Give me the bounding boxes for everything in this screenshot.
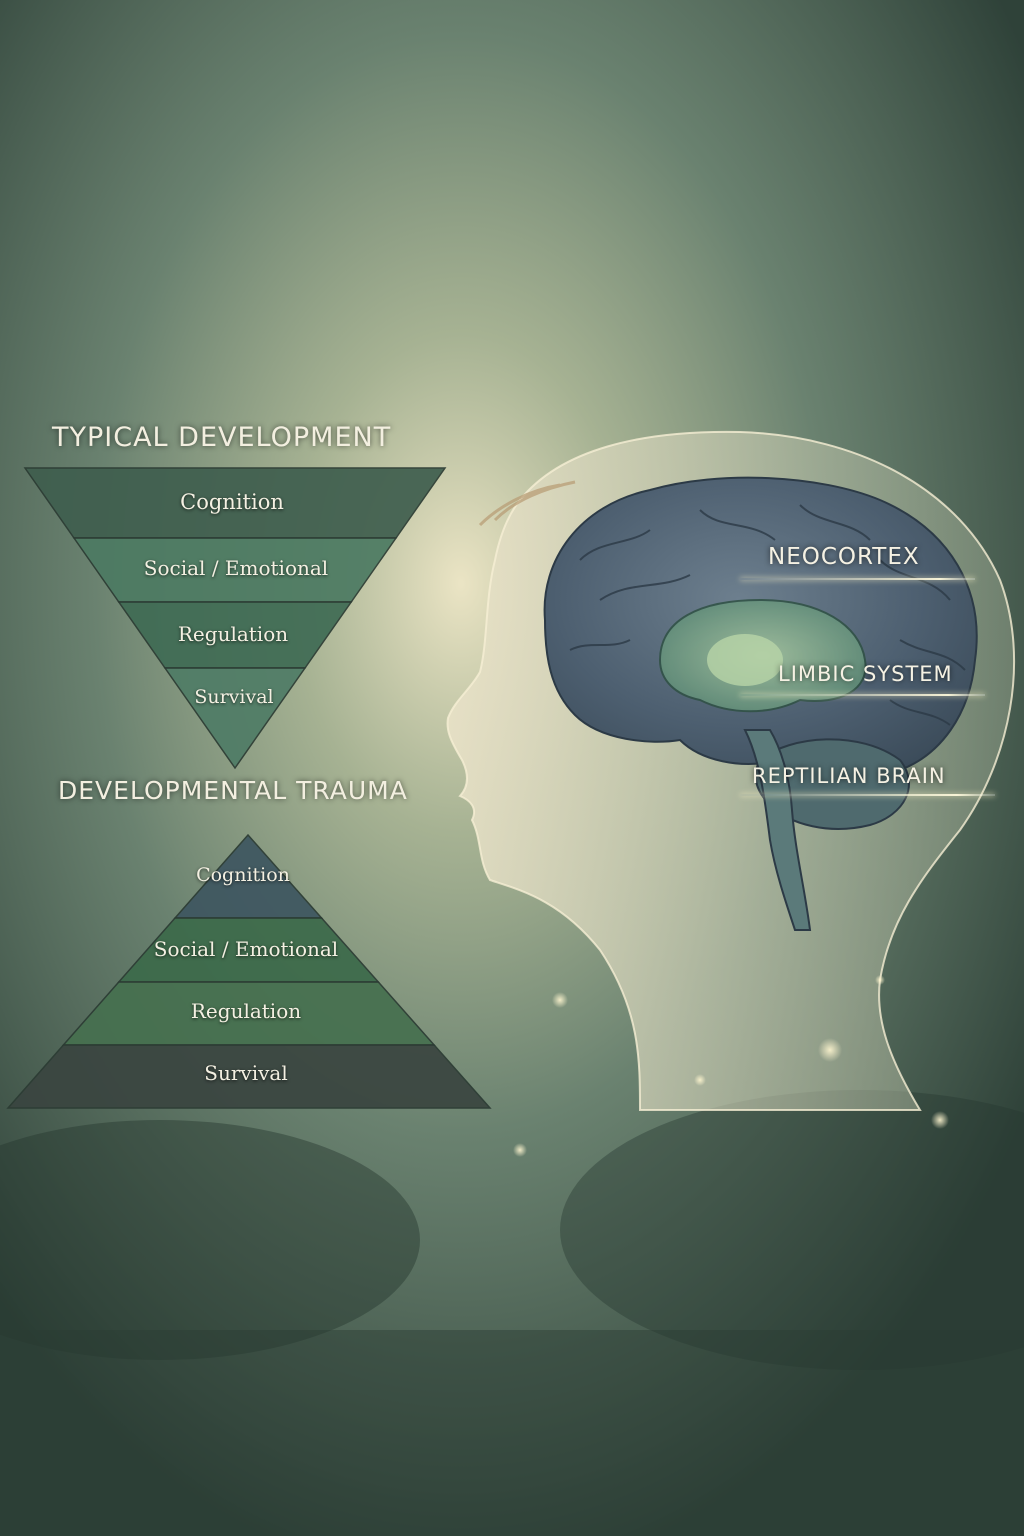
thalamus — [707, 634, 783, 686]
neocortex-line — [740, 578, 975, 580]
reptilian-brain-label: REPTILIAN BRAIN — [752, 764, 946, 788]
trauma-band-3 — [6, 1044, 492, 1109]
hair-wisp — [478, 480, 576, 527]
reptilian-brain-line — [740, 794, 995, 796]
neocortex-label: NEOCORTEX — [768, 544, 920, 570]
typical-tier-social-emotional: Social / Emotional — [143, 556, 329, 580]
brain-stem — [743, 729, 812, 931]
trauma-tier-survival: Survival — [204, 1061, 288, 1085]
developmental-trauma-title: DEVELOPMENTAL TRAUMA — [58, 776, 408, 805]
limbic-system-line — [740, 694, 985, 696]
limbic-system-label: LIMBIC SYSTEM — [778, 662, 953, 686]
typical-tier-cognition: Cognition — [180, 490, 284, 514]
trauma-tier-cognition: Cognition — [196, 864, 290, 886]
typical-tier-regulation: Regulation — [177, 622, 289, 646]
trauma-tier-regulation: Regulation — [190, 999, 302, 1023]
typical-tier-survival: Survival — [194, 686, 274, 708]
trauma-tier-social-emotional: Social / Emotional — [153, 937, 339, 961]
typical-development-title: TYPICAL DEVELOPMENT — [52, 422, 392, 453]
typical-band-3 — [163, 667, 307, 770]
